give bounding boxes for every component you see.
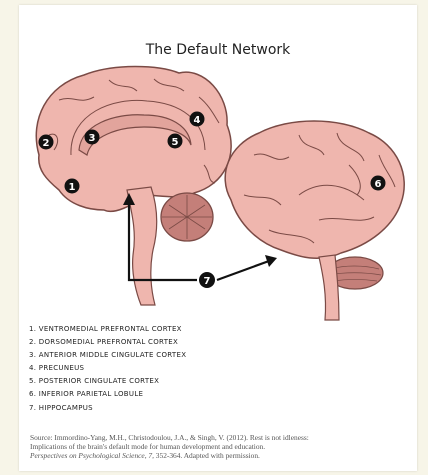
marker-2: 2 (38, 134, 54, 150)
marker-2-text: 2 (43, 138, 50, 149)
cerebellum-lines (162, 195, 212, 239)
diagram-title: The Default Network (145, 42, 291, 58)
legend-list: 1. VENTROMEDIAL PREFRONTAL CORTEX 2. DOR… (29, 323, 186, 415)
marker-3-text: 3 (89, 133, 96, 144)
source-journal: Perspectives on Psychological Science, 7… (30, 451, 154, 460)
marker-1-text: 1 (69, 182, 76, 193)
marker-5-text: 5 (172, 137, 179, 148)
arrow-up-head (123, 193, 135, 205)
legend-item: 4. PRECUNEUS (29, 364, 85, 373)
connector-right-line (216, 259, 270, 282)
connector-left-line (127, 203, 197, 282)
gyri-lines (48, 78, 220, 184)
marker-1: 1 (64, 178, 80, 194)
legend-item: 3. ANTERIOR MIDDLE CINGULATE CORTEX (29, 351, 187, 360)
legend-item: 1. VENTROMEDIAL PREFRONTAL CORTEX (29, 325, 182, 333)
legend-item: 6. INFERIOR PARIETAL LOBULE (29, 390, 144, 399)
arrow-right-head (265, 255, 277, 267)
marker-7-text: 7 (204, 276, 211, 287)
figure-panel: 1 2 3 4 5 6 7 (19, 5, 417, 471)
legend-item: 5. POSTERIOR CINGULATE CORTEX (29, 377, 160, 386)
legend-item: 7. HIPPOCAMPUS (29, 403, 93, 412)
marker-4: 4 (189, 111, 205, 127)
marker-5: 5 (167, 133, 183, 149)
marker-7: 7 (199, 272, 215, 288)
source-line-1: Source: Immordino-Yang, M.H., Christodou… (30, 433, 309, 442)
source-line-2: Implications of the brain's default mode… (30, 442, 266, 451)
corpus-callosum (78, 114, 192, 156)
legend-item: 2. DORSOMEDIAL PREFRONTAL CORTEX (29, 338, 179, 347)
marker-6: 6 (370, 175, 386, 191)
source-line-3: Perspectives on Psychological Science, 7… (30, 451, 414, 460)
right-brain-lateral (224, 120, 405, 321)
left-cerebrum (35, 65, 232, 212)
source-citation: Source: Immordino-Yang, M.H., Christodou… (30, 433, 414, 460)
right-brainstem (318, 254, 340, 321)
marker-6-text: 6 (375, 179, 382, 190)
marker-4-text: 4 (194, 115, 201, 126)
brain-diagram: 1 2 3 4 5 6 7 (35, 65, 405, 321)
left-brainstem (126, 186, 158, 306)
right-cerebrum (224, 120, 405, 259)
hippocampus-connector (127, 203, 270, 282)
right-gyri-lines (243, 132, 396, 244)
source-pages: 352-364. Adapted with permission. (153, 451, 260, 460)
marker-3: 3 (84, 129, 100, 145)
